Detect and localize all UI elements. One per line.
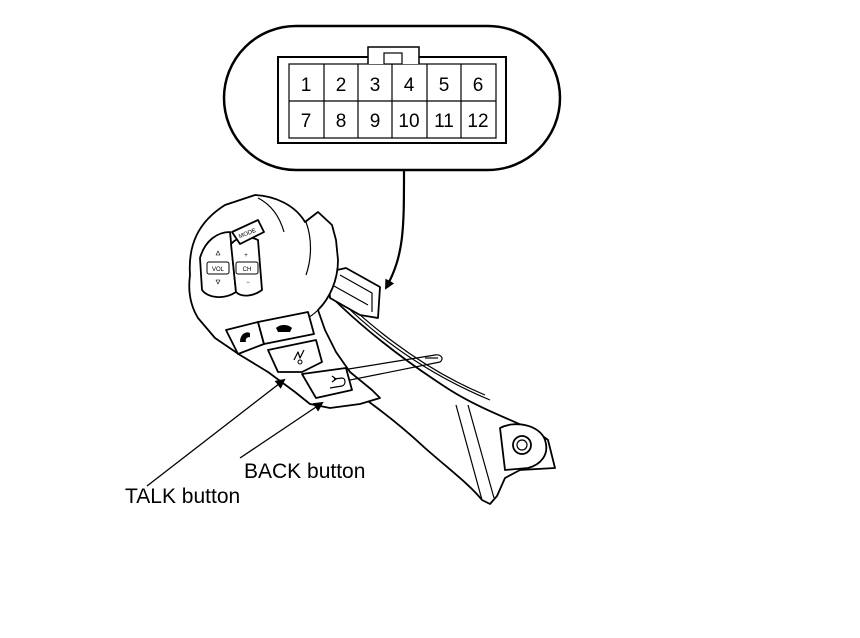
steering-switch-assembly: VOL CH + − MODE (188, 194, 556, 505)
pin-10: 10 (398, 111, 419, 132)
pin-12: 12 (467, 111, 488, 132)
switch-arm (299, 261, 556, 505)
vol-label: VOL (212, 267, 225, 273)
switch-connector (327, 267, 381, 319)
pin-4: 4 (404, 75, 415, 96)
pin-3: 3 (370, 75, 381, 96)
connector-latch-tab (383, 52, 403, 65)
back-button (301, 367, 353, 399)
pin-5: 5 (439, 75, 450, 96)
pin-11: 11 (434, 111, 454, 132)
pick-up-button (225, 321, 265, 355)
pin-8: 8 (336, 111, 347, 132)
channel-switch: CH + − (230, 236, 263, 297)
connector-view: 1 2 3 4 5 6 7 8 9 10 11 12 (222, 24, 562, 172)
mode-button: MODE (231, 219, 265, 245)
pin-9: 9 (370, 111, 381, 132)
ch-minus-label: − (246, 280, 250, 286)
talk-button-label: TALK button (125, 485, 240, 508)
pin-7: 7 (301, 111, 312, 132)
ch-label: CH (243, 267, 252, 273)
pin-6: 6 (473, 75, 484, 96)
ch-plus-label: + (244, 253, 248, 259)
pin-2: 2 (336, 75, 347, 96)
hang-up-button (257, 311, 315, 345)
back-leader-line (239, 401, 324, 459)
pin-1: 1 (301, 75, 312, 96)
talk-button (267, 339, 323, 373)
talk-leader-line (146, 378, 286, 487)
connector-arrow (385, 169, 406, 290)
back-button-label: BACK button (244, 460, 365, 483)
